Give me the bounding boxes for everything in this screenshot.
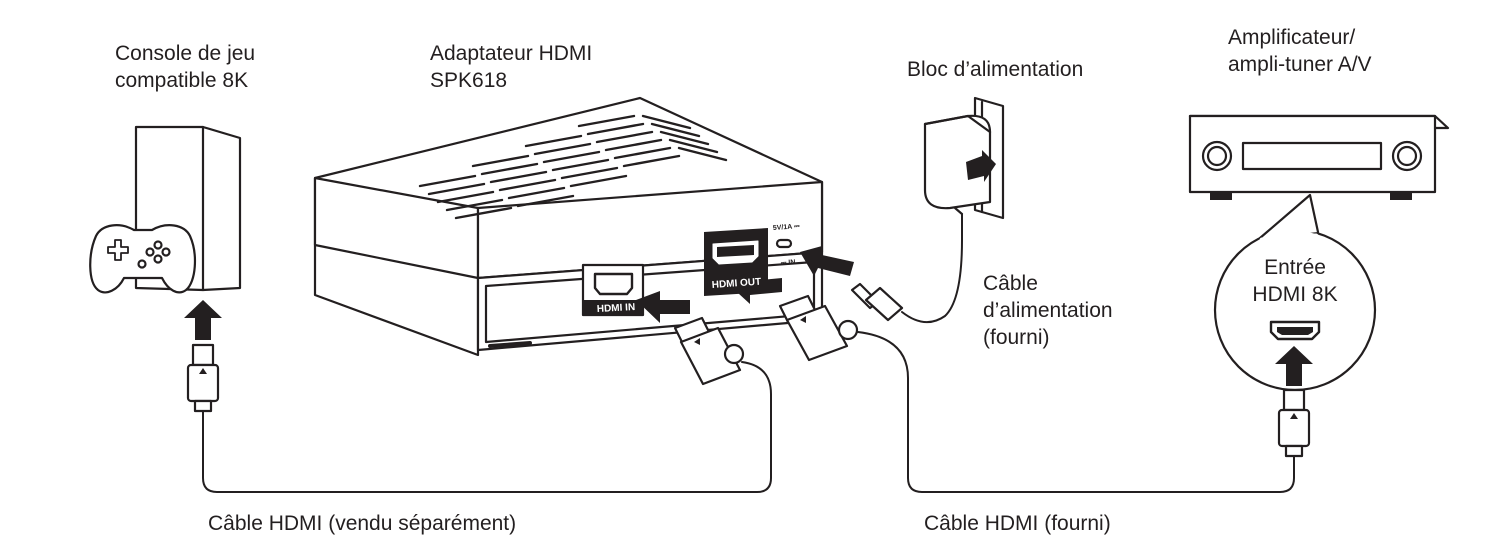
hdmi-in-port-label: HDMI IN [597,302,636,315]
power-rating-label: 5V/1A ⎓ [773,223,801,232]
console-label: Console de jeu compatible 8K [115,42,256,92]
power-cable [901,213,963,323]
arrow-up-icon [1275,346,1313,386]
cable-supplied-label: Câble HDMI (fourni) [924,512,1111,535]
arrow-left-icon [636,291,690,323]
power-cable-label: Câble d’alimentation (fourni) [983,272,1113,349]
usb-plug-icon [850,282,904,322]
hdmi-input-callout [1213,193,1377,392]
adapter-label: Adaptateur HDMI SPK618 [430,42,593,92]
amplifier-label: Amplificateur/ ampli-tuner A/V [1228,26,1372,76]
hdmi-plug-icon [1277,388,1311,458]
gamepad-icon [89,224,196,294]
hdmi-out-port-label: HDMI OUT [711,277,761,291]
hdmi-cable-supplied [857,331,1295,493]
power-in-label: ⎓ IN [781,259,796,267]
hdmi-cable-sold-separately [202,361,772,493]
power-adapter-icon [923,114,996,216]
arrow-up-icon [184,300,222,340]
hdmi-plug-icon [673,316,745,386]
arrow-left-icon [800,246,854,276]
hdmi-plug-icon [186,343,220,413]
adapter-box-icon [313,96,824,357]
hdmi-input-label: Entrée HDMI 8K [1252,256,1338,306]
power-block-label: Bloc d’alimentation [907,58,1084,81]
arrow-left-icon [726,272,782,304]
hdmi-plug-icon [778,294,859,362]
cable-sold-separately-label: Câble HDMI (vendu séparément) [208,512,517,535]
av-receiver-icon [1188,114,1450,200]
